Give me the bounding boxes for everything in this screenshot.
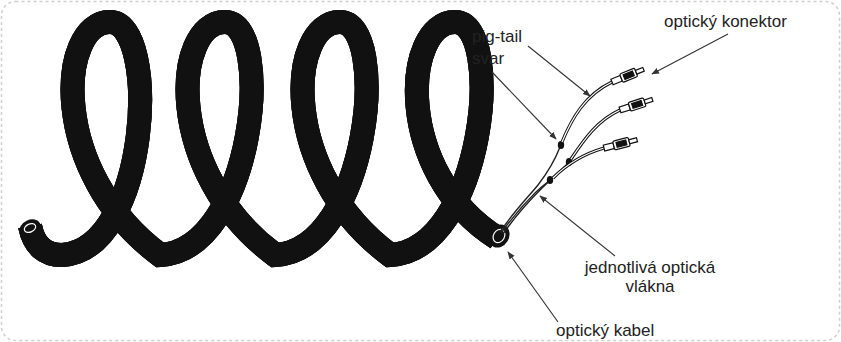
optical-connector: [603, 65, 654, 152]
part-label: svar: [472, 49, 504, 68]
cable-end: [17, 216, 44, 240]
optical-fibres: [500, 147, 568, 234]
splice: [547, 141, 572, 184]
part-label: pig-tail: [472, 27, 522, 46]
part-label: optický kabel: [556, 321, 654, 340]
leader-line: [492, 34, 728, 322]
part-label: optický konektor: [664, 12, 787, 31]
part-label: jednotlivá optická vlákna: [560, 258, 740, 296]
optical-cable-coil: [30, 22, 497, 255]
pig-tail: [553, 82, 620, 178]
